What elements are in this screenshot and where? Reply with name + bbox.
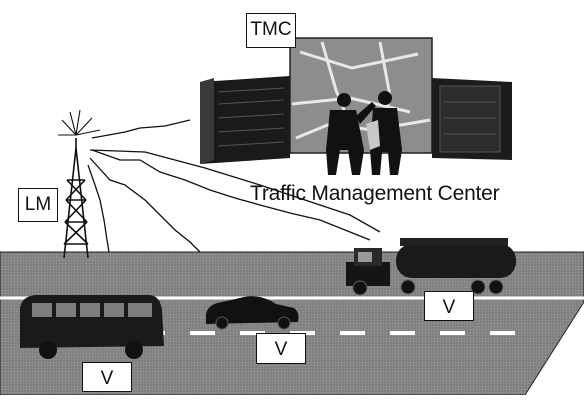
tmc-caption: Traffic Management Center [250, 182, 500, 205]
map-screen-icon [289, 37, 433, 154]
vehicle-label-truck: V [424, 291, 474, 321]
server-cabinet-icon [432, 78, 512, 160]
car-icon [206, 296, 299, 330]
server-cabinet-icon [200, 76, 290, 164]
vehicle-label-bus: V [82, 362, 132, 392]
signal-lines [87, 119, 381, 253]
vehicle-label-car: V [256, 333, 306, 364]
bus-icon [20, 295, 164, 359]
radio-tower-icon [58, 109, 101, 259]
lm-label: LM [18, 188, 58, 222]
tanker-truck-icon [346, 238, 516, 296]
tmc-label: TMC [246, 13, 296, 48]
operators-icon [326, 91, 402, 175]
